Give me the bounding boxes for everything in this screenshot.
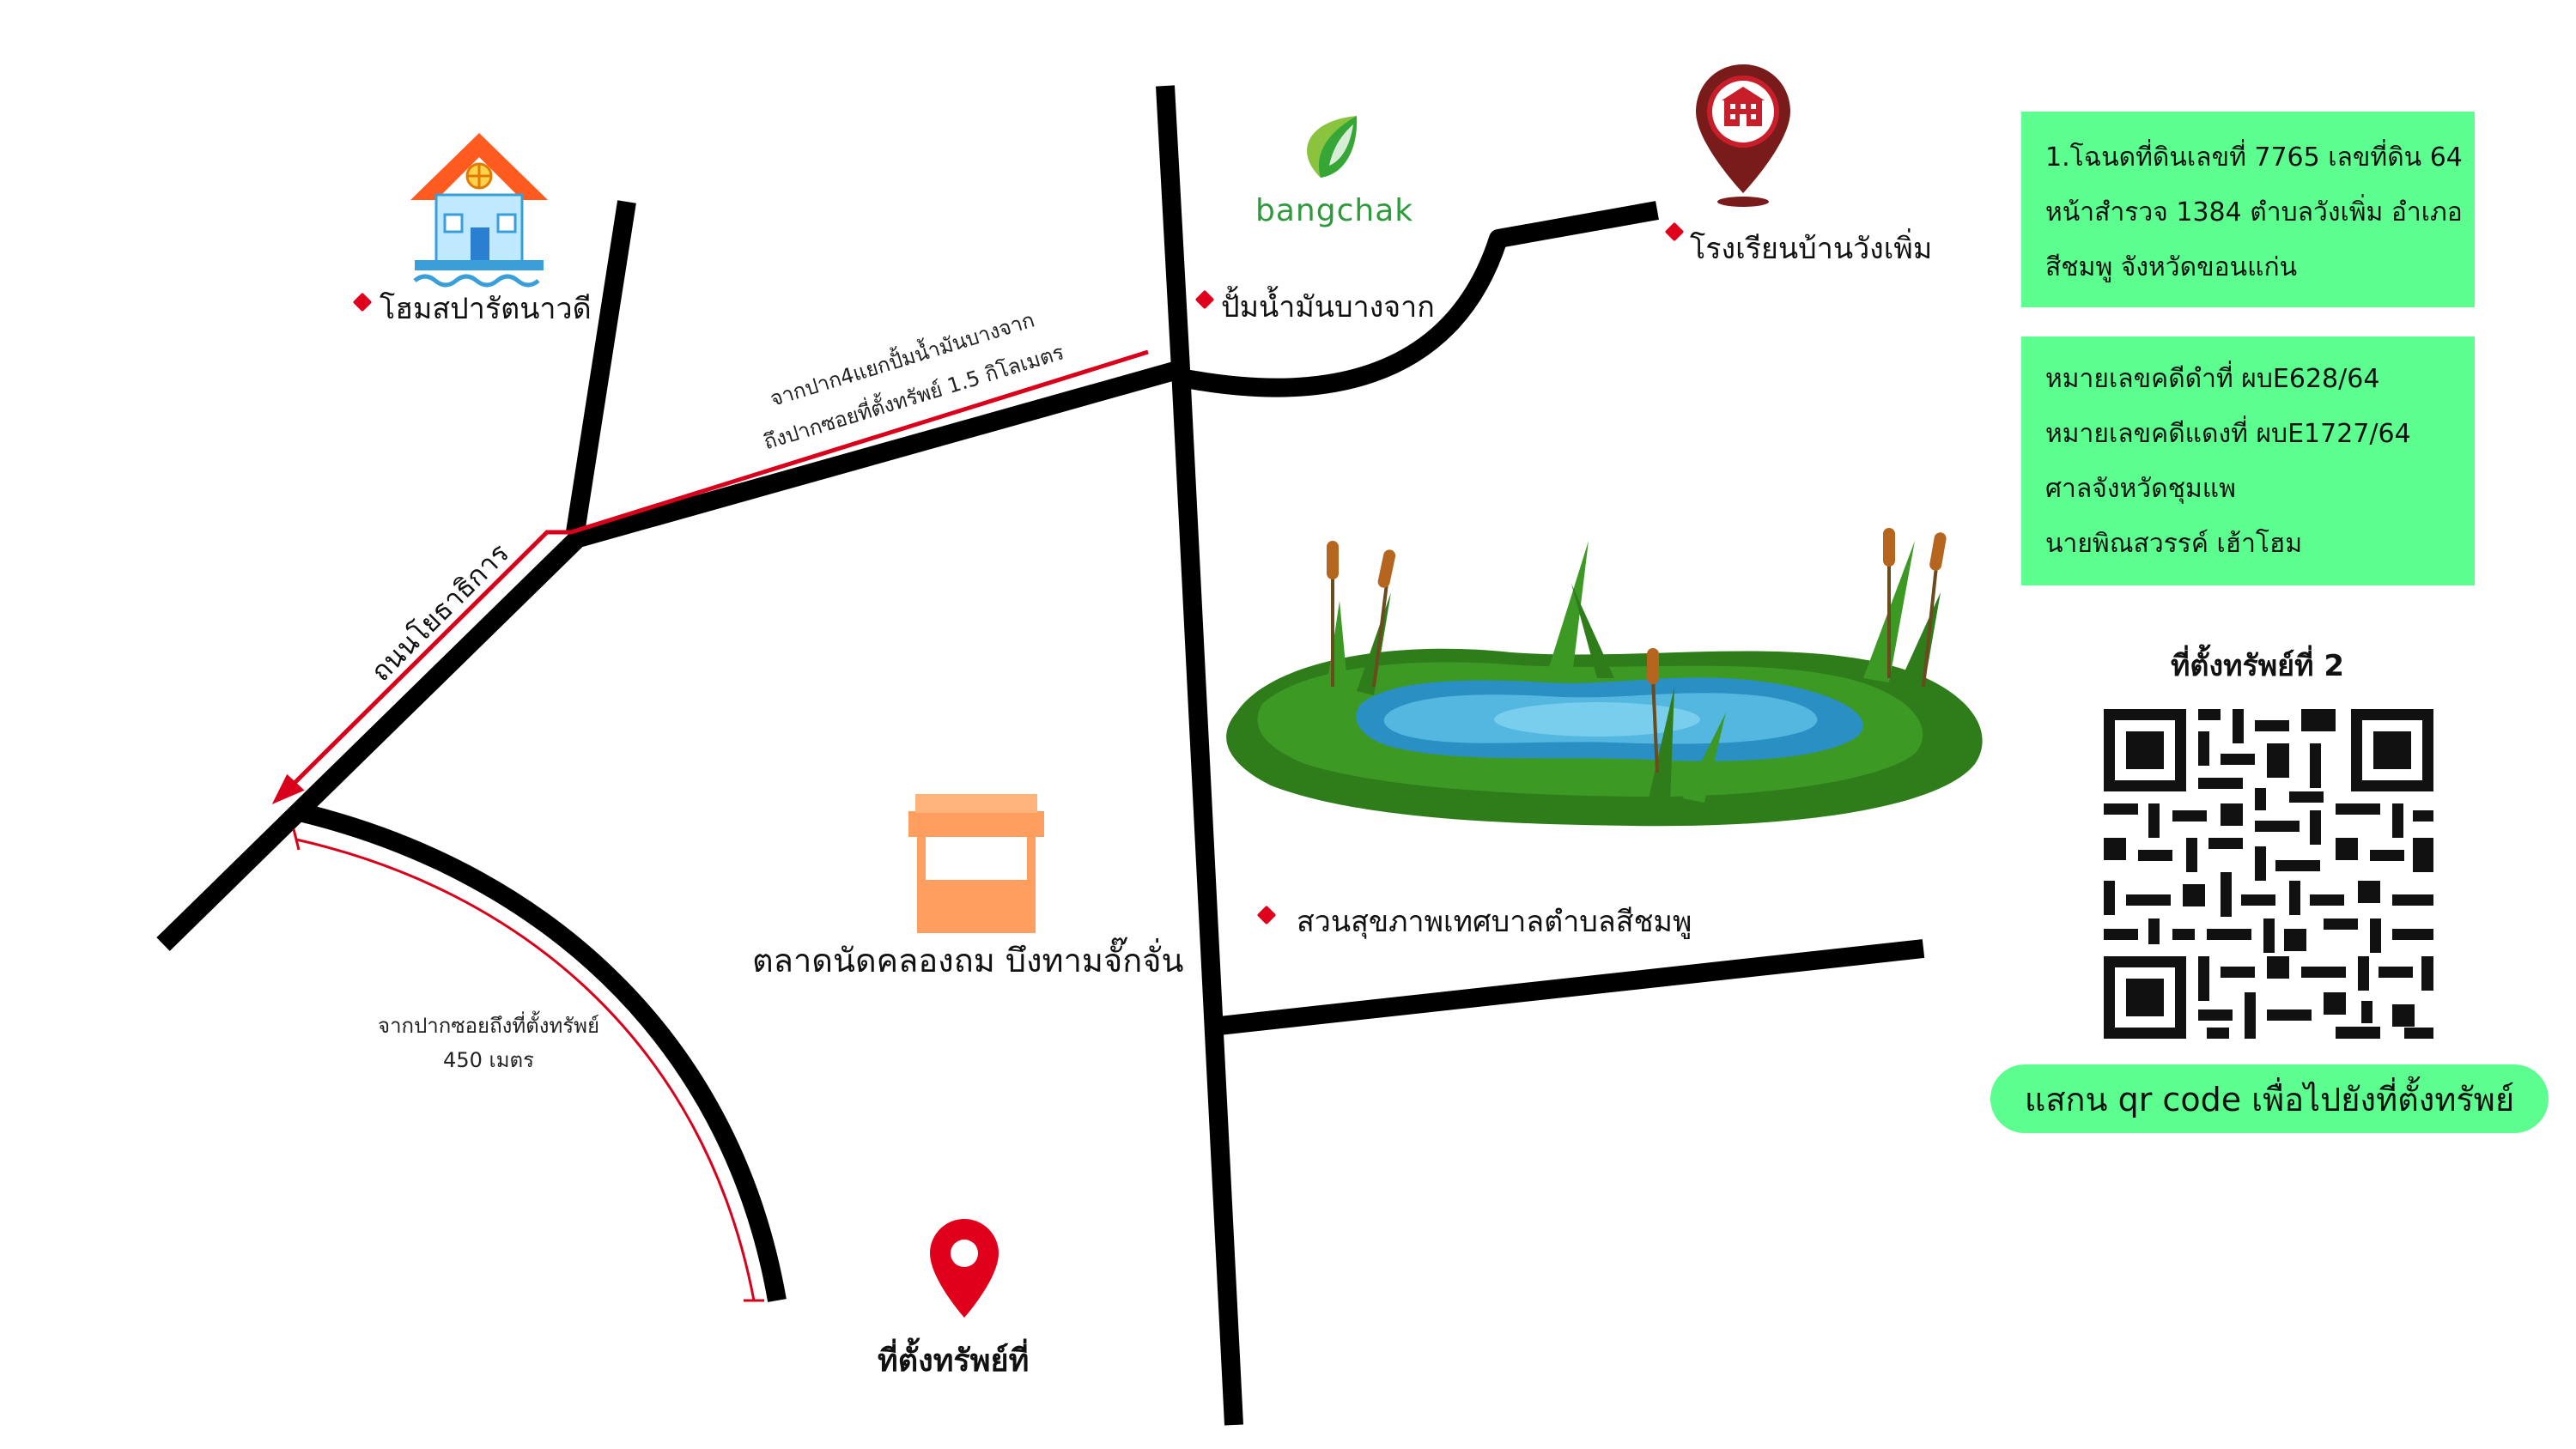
route-red-line (286, 349, 1149, 791)
case-line-1: หมายเลขคดีดำที่ ผบE628/64 (2045, 364, 2380, 394)
qr-title: ที่ตั้งทรัพย์ที่ 2 (2171, 649, 2345, 683)
bangchak-brand-label: bangchak (1255, 193, 1414, 228)
route-arrowhead (271, 773, 305, 804)
qr-code[interactable] (2104, 709, 2433, 1039)
case-info-box: หมายเลขคดีดำที่ ผบE628/64 หมายเลขคดีแดงท… (2021, 336, 2475, 585)
school-pin-icon (1696, 64, 1790, 207)
soi-note-line1: จากปากซอยถึงที่ตั้งทรัพย์ (378, 1014, 600, 1038)
route-lines (271, 349, 1149, 1302)
case-line-4: นายพิณสวรรค์ เฮ้าโฮม (2045, 529, 2303, 559)
location-pin-icon (930, 1219, 999, 1318)
home-label: โฮมสปารัตนาวดี (380, 292, 592, 326)
road-to-school (1178, 201, 1659, 397)
case-line-2: หมายเลขคดีแดงที่ ผบE1727/64 (2045, 419, 2411, 449)
park-label: สวนสุขภาพเทศบาลตำบลสีชมพู (1297, 905, 1692, 939)
house-icon (410, 133, 548, 288)
property-label: ที่ตั้งทรัพย์ที่ (878, 1343, 1030, 1379)
pond-icon (1226, 528, 1983, 827)
bangchak-logo-icon (1306, 116, 1358, 178)
deed-line-1: 1.โฉนดที่ดินเลขที่ 7765 เลขที่ดิน 64 (2045, 142, 2463, 173)
scan-qr-button[interactable]: แสกน qr code เพื่อไปยังที่ตั้งทรัพย์ (1990, 1064, 2549, 1133)
road-left-vertical (566, 200, 636, 534)
market-stall-icon (908, 794, 1044, 933)
soi-note-line2: 450 เมตร (443, 1048, 534, 1072)
road-main-diagonal (156, 530, 586, 951)
road-main-vertical (1156, 85, 1243, 1426)
deed-info-box: 1.โฉนดที่ดินเลขที่ 7765 เลขที่ดิน 64 หน้… (2021, 112, 2475, 307)
deed-line-2: หน้าสำรวจ 1384 ตำบลวังเพิ่ม อำเภอ (2045, 197, 2463, 227)
deed-line-3: สีชมพู จังหวัดขอนแก่น (2045, 252, 2298, 282)
road-yotha-to-junction (573, 360, 1183, 549)
soi-note: จากปากซอยถึงที่ตั้งทรัพย์ 450 เมตร (378, 1009, 599, 1077)
roads (156, 85, 1925, 1426)
road-to-park (1218, 939, 1925, 1035)
case-line-3: ศาลจังหวัดชุมแพ (2045, 474, 2236, 504)
gas-station-label: ปั้มน้ำมันบางจาก (1221, 290, 1435, 324)
school-label: โรงเรียนบ้านวังเพิ่ม (1690, 232, 1933, 266)
road-soi (294, 802, 787, 1302)
market-label: ตลาดนัดคลองถม บึงทามจั๊กจั่น (752, 942, 1184, 979)
soi-distance-tick-start (292, 828, 301, 851)
soi-distance-line (295, 838, 756, 1301)
